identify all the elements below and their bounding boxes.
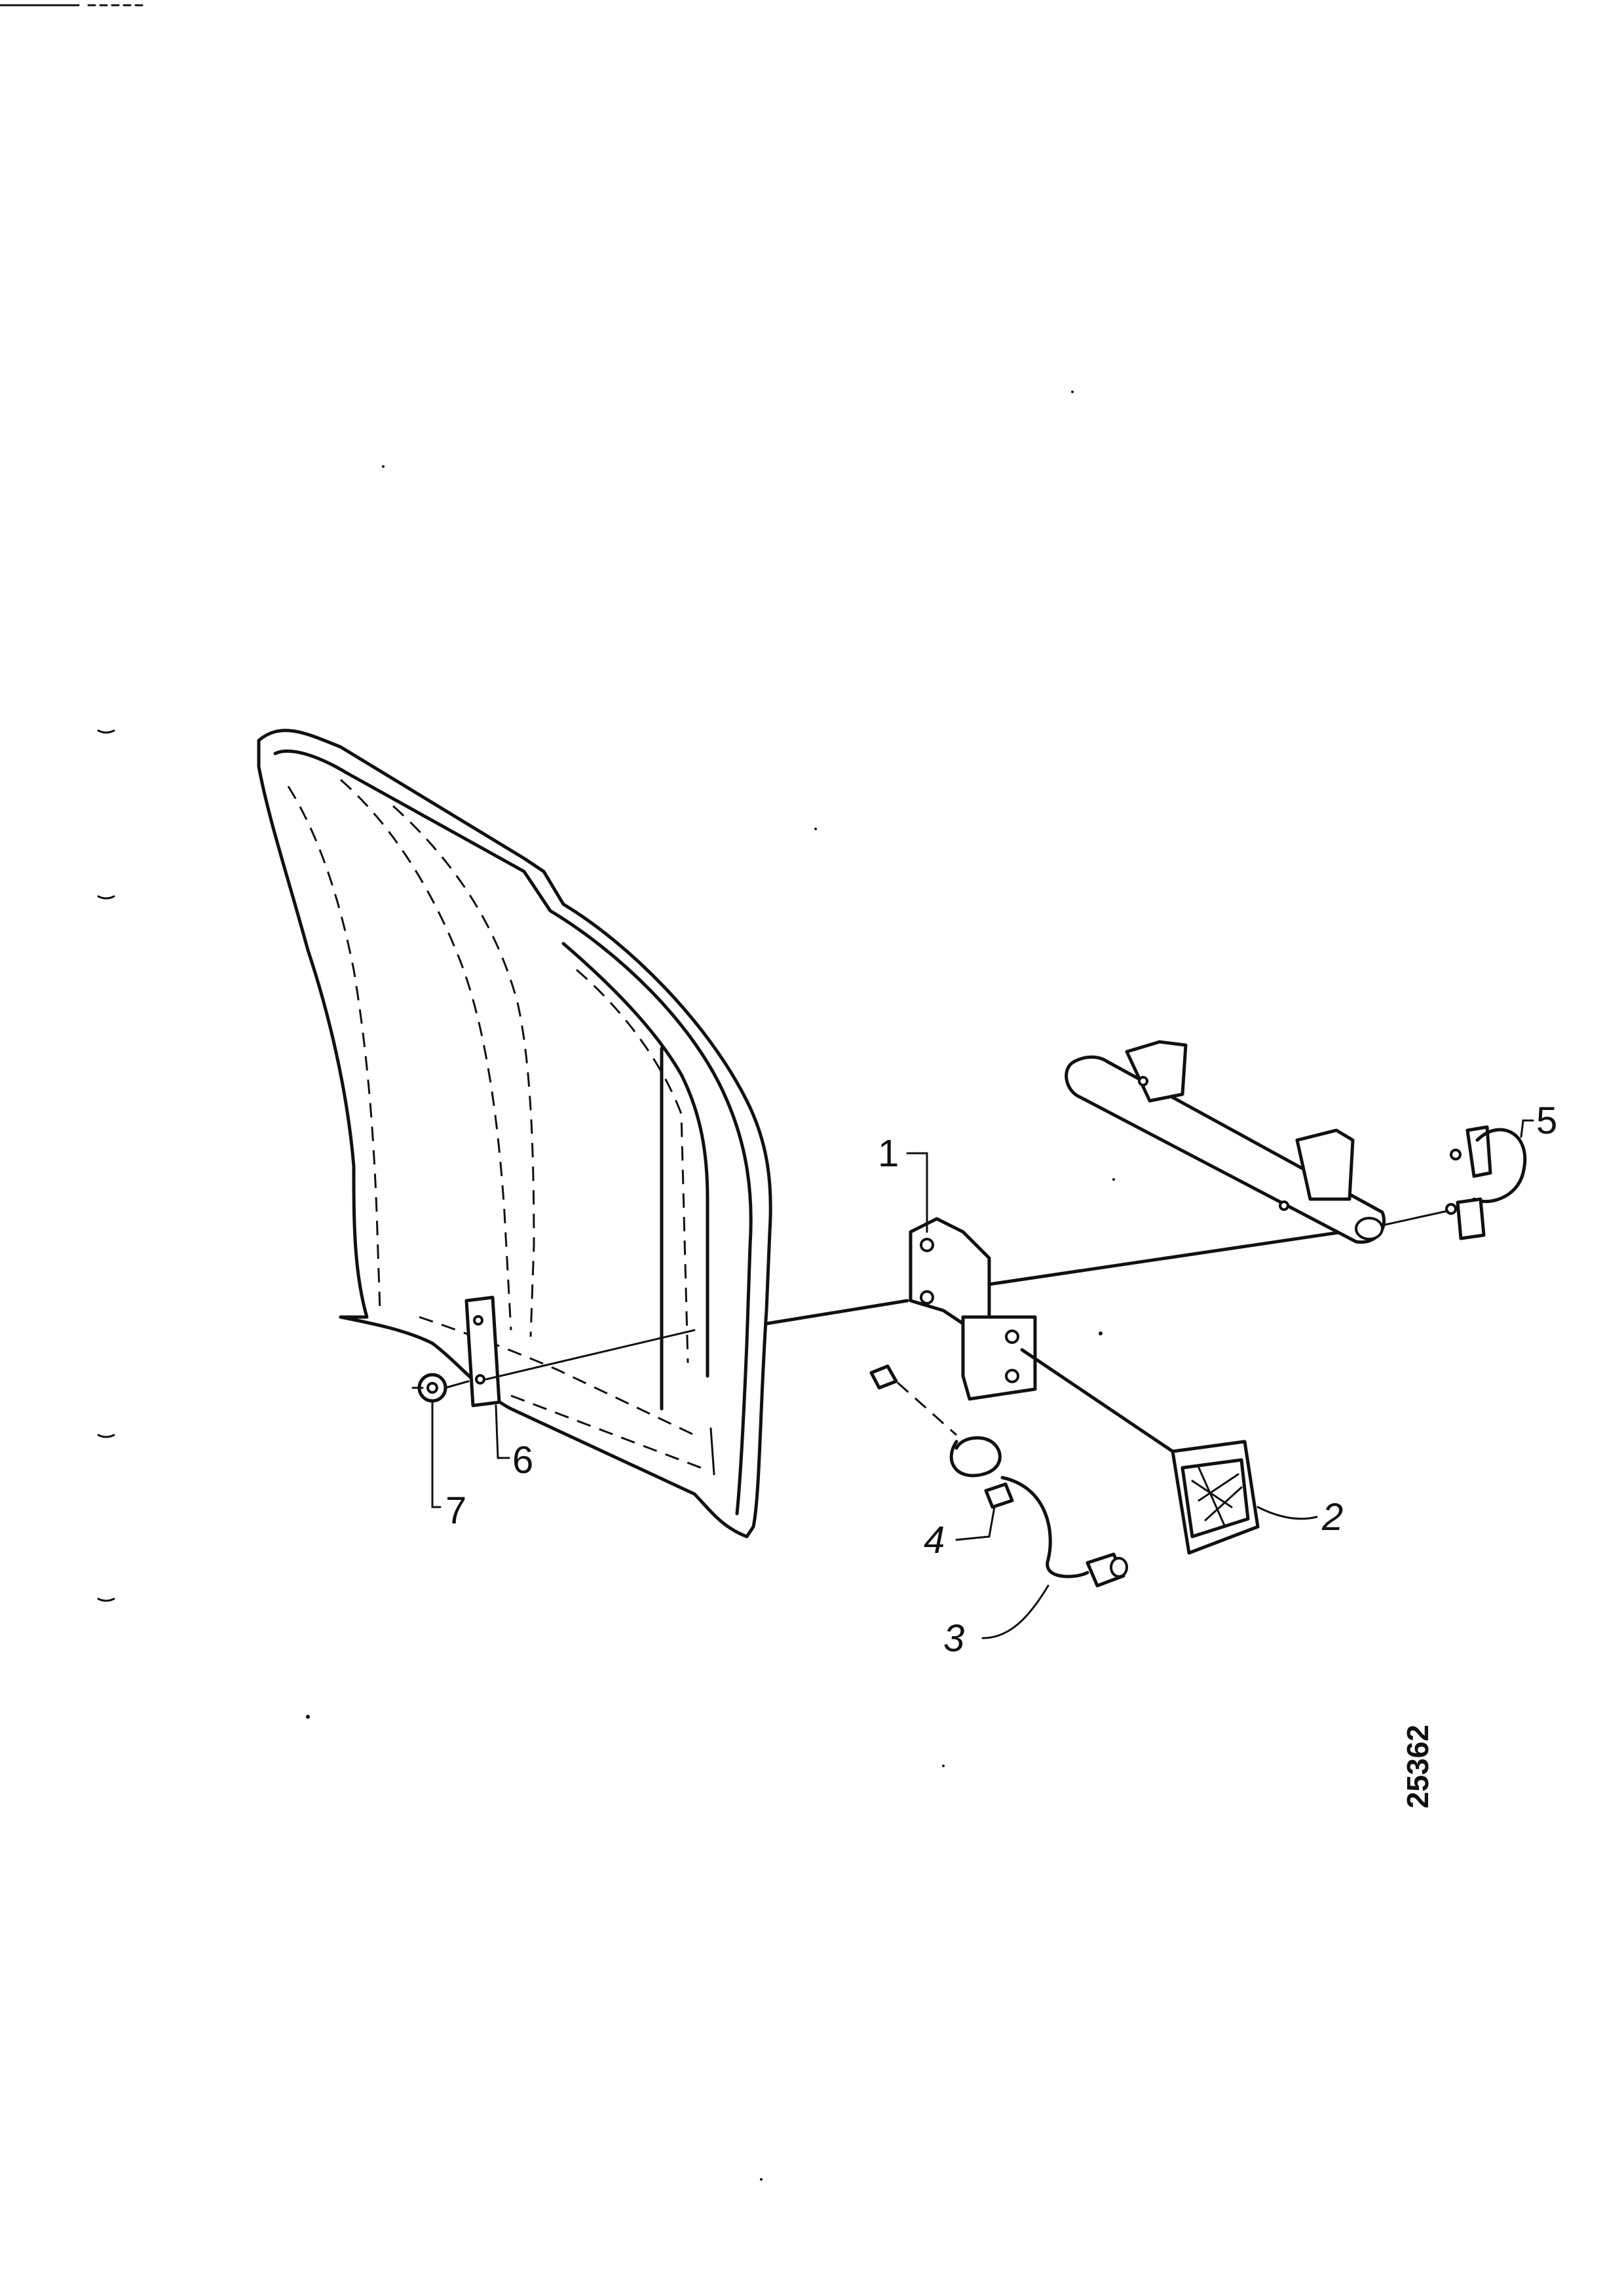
callout-7: 7 [445, 1489, 466, 1532]
nut [411, 1373, 470, 1403]
figure-number: 25362 [1401, 1725, 1435, 1808]
leader-line-mudflap [765, 1299, 909, 1326]
scan-marks [0, 4, 145, 1602]
lamp [1020, 1348, 1260, 1555]
mudflap [257, 729, 772, 1539]
callout-leaders [431, 1119, 1534, 1639]
leader-line-bracket [987, 1230, 1345, 1286]
plate [464, 1295, 696, 1407]
scan-dots [306, 391, 1115, 2181]
callout-5: 5 [1536, 1100, 1557, 1142]
mounting-tube [1065, 1040, 1386, 1244]
wiring-harness [869, 1364, 1128, 1588]
callout-3: 3 [943, 1617, 964, 1660]
callout-6: 6 [512, 1439, 533, 1482]
callout-1: 1 [878, 1132, 899, 1175]
callout-2: 2 [1321, 1496, 1343, 1539]
bracket [909, 1217, 1037, 1401]
callout-4: 4 [924, 1519, 945, 1561]
u-bolt-clamp [1381, 1125, 1527, 1240]
